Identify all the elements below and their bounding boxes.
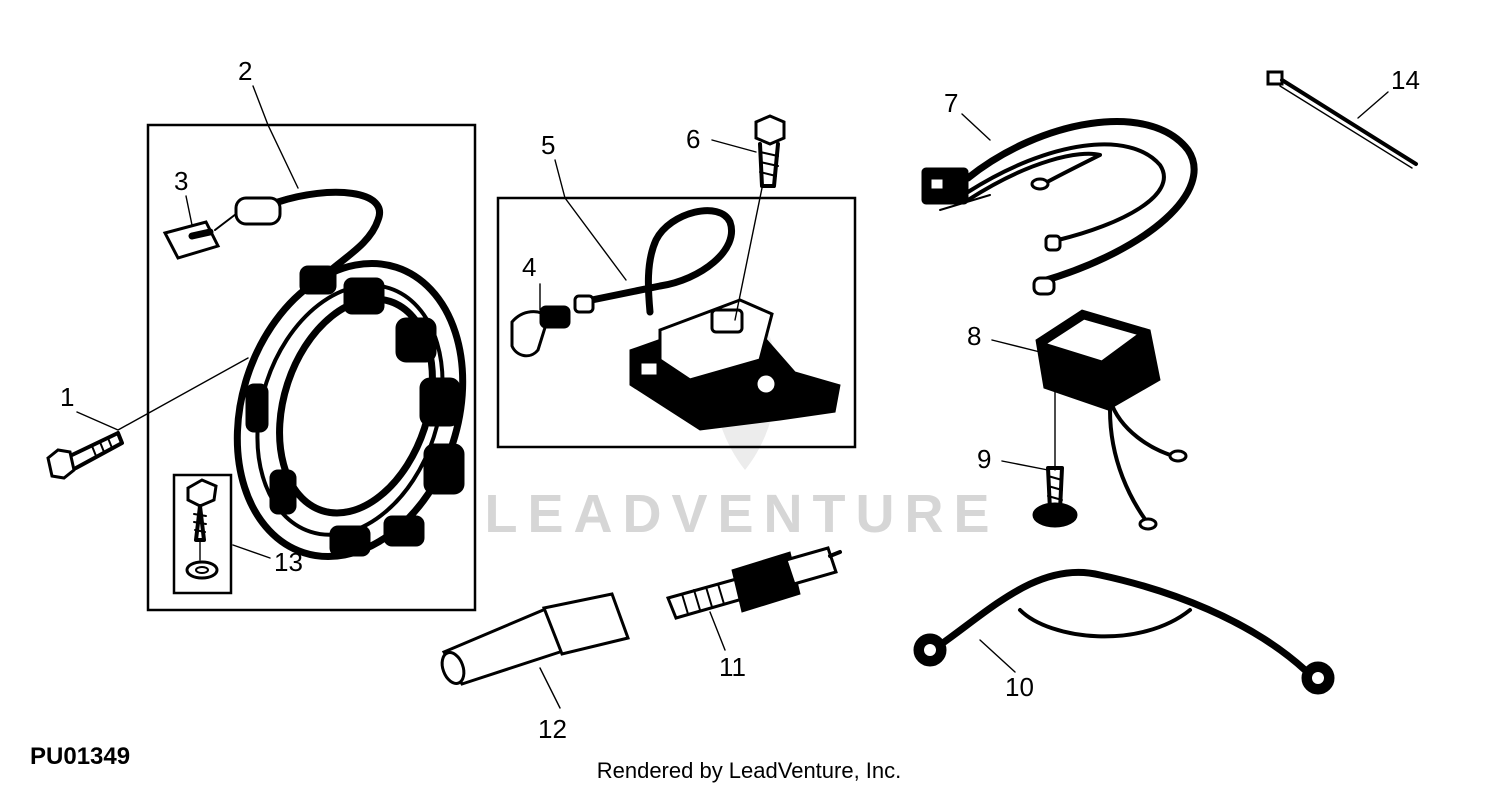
callout-9: 9 — [977, 444, 991, 474]
leader-10 — [979, 639, 1016, 673]
bolt-1 — [46, 431, 124, 480]
screw-group-box — [172, 473, 233, 595]
harness-7 — [921, 118, 1198, 296]
stator-group-box — [146, 123, 477, 612]
leader-6-inner — [734, 187, 763, 321]
leader-2 — [252, 85, 299, 189]
callout-4: 4 — [522, 252, 536, 282]
callout-1: 1 — [60, 382, 74, 412]
screw-9 — [1032, 466, 1078, 528]
callout-2: 2 — [238, 56, 252, 86]
callout-7: 7 — [944, 88, 958, 118]
leader-6 — [711, 139, 757, 153]
leader-12 — [539, 667, 561, 709]
diagram-id: PU01349 — [30, 743, 130, 770]
spark-plug-11 — [665, 546, 842, 620]
cable-tie-14 — [1266, 70, 1418, 169]
callout-10: 10 — [1005, 672, 1034, 702]
leader-7 — [961, 113, 991, 141]
leader-3 — [185, 195, 193, 226]
callout-labels: 1 2 3 4 5 6 7 8 9 10 11 12 13 14 — [60, 56, 1420, 744]
callout-5: 5 — [541, 130, 555, 160]
leader-8 — [991, 339, 1041, 353]
callout-8: 8 — [967, 321, 981, 351]
leader-1 — [76, 357, 249, 431]
screw-6 — [754, 114, 786, 188]
ground-wire-10 — [913, 568, 1335, 695]
render-credit: Rendered by LeadVenture, Inc. — [597, 758, 902, 783]
callout-12: 12 — [538, 714, 567, 744]
watermark-text: LEADVENTURE — [484, 484, 999, 544]
connector-3 — [162, 213, 237, 260]
leader-9 — [1001, 460, 1049, 471]
module-8 — [1035, 309, 1188, 531]
callout-13: 13 — [274, 547, 303, 577]
leader-5 — [554, 159, 627, 281]
leader-13 — [232, 544, 271, 559]
screw-13 — [185, 478, 219, 580]
leader-14 — [1357, 91, 1389, 119]
tube-12 — [440, 592, 630, 686]
ignition-coil-5 — [573, 207, 841, 431]
callout-6: 6 — [686, 124, 700, 154]
ignition-coil-group-box — [496, 196, 857, 449]
callout-11: 11 — [719, 652, 746, 682]
stator-2 — [233, 188, 467, 561]
callout-14: 14 — [1391, 65, 1420, 95]
callout-3: 3 — [174, 166, 188, 196]
boot-4 — [510, 305, 571, 358]
leader-lines — [76, 85, 1389, 709]
leader-11 — [709, 611, 726, 651]
